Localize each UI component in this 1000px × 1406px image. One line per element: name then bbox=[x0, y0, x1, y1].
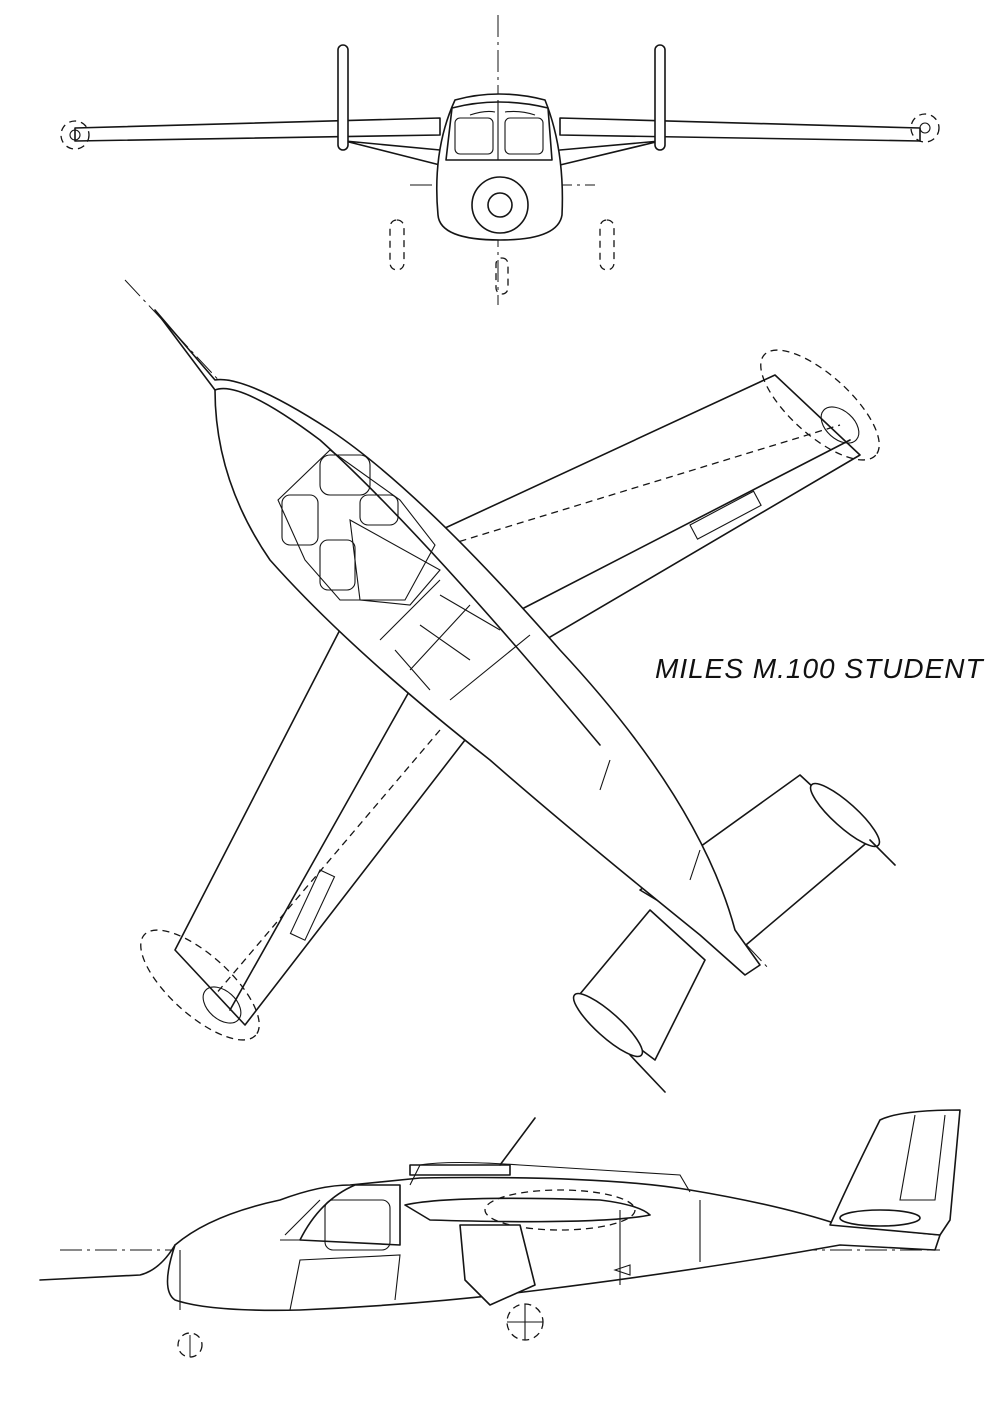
side-view bbox=[39, 1109, 961, 1360]
drawing-title: MILES M.100 STUDENT bbox=[655, 653, 984, 684]
front-view bbox=[60, 15, 940, 305]
plan-view bbox=[124, 279, 896, 1093]
